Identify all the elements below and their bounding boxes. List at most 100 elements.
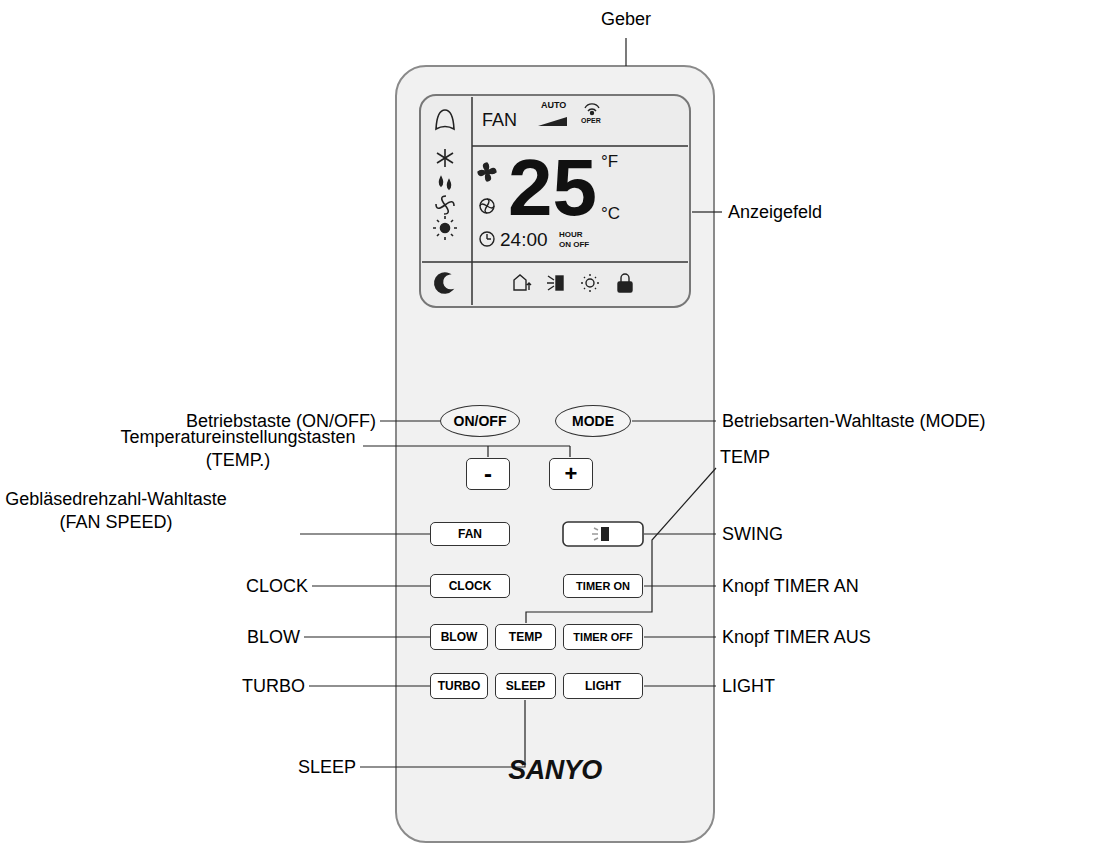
button-text: LIGHT [585,680,621,692]
status-icons [586,279,594,287]
button-text: TURBO [438,680,481,692]
lcd-fan: FAN [482,111,517,129]
fan-button: FAN [430,522,510,546]
blow-button: BLOW [430,624,488,650]
status-icons [478,104,632,292]
leader-lines [309,685,430,686]
status-icons [478,163,496,181]
swing-button [592,528,598,540]
leader-lines [644,636,716,637]
display-panel [471,97,473,305]
mode-button: MODE [555,405,631,437]
status-icons [621,274,629,282]
mode-icons [437,153,453,163]
leader-lines [300,38,722,767]
part-label: Anzeigefeld [728,201,822,224]
lcd-oper: OPER [581,117,601,124]
temp-button: TEMP [495,624,556,650]
display-panel [422,261,688,263]
button-text: ON/OFF [454,414,507,428]
leader-lines [312,585,430,586]
lcd-unit: °C [601,205,620,222]
leader-lines [380,420,440,421]
part-label: Betriebsarten-Wahltaste (MODE) [722,410,985,433]
temp-up-button: + [549,458,593,490]
lcd-hour: HOUR [559,231,583,239]
mode-icons [437,153,453,163]
display-panel [472,145,688,147]
leader-lines [692,211,722,212]
brand-logo: SANYO [508,756,602,786]
button-text: FAN [458,528,482,540]
remote-housing: SANYOFANAUTOOPER25°F°C24:00HOURON OFFON/… [396,66,714,842]
button-text: TEMP [509,631,542,643]
mode-icons [436,196,454,214]
leader-lines [644,685,716,686]
status-icons [480,199,494,213]
timer-on-button: TIMER ON [563,574,643,598]
status-icons [514,275,531,290]
status-icons [585,104,599,111]
button-text: + [565,463,578,485]
leader-lines [644,585,716,586]
status-icons [538,117,567,126]
leader-lines [569,446,570,457]
display-panel [420,95,690,307]
part-label: CLOCK [246,575,308,598]
leader-lines [526,468,716,623]
part-label: LIGHT [722,675,775,698]
lcd-temperature: 25 [508,148,597,228]
button-text: TIMER OFF [573,632,632,643]
part-label: Temperatureinstellungstasten (TEMP.) [118,426,358,471]
leader-lines [363,445,570,446]
part-label: Geber [601,8,651,31]
status-icons [591,112,594,115]
status-icons [581,274,599,292]
part-label: Gebläsedrehzahl-Wahltaste (FAN SPEED) [3,488,229,533]
mode-icons [436,110,454,129]
lcd-auto: AUTO [541,101,566,110]
leader-lines [360,700,525,767]
temp-down-button: - [466,458,510,490]
status-icons [480,199,494,213]
mode-icons [435,273,452,293]
part-label: BLOW [247,626,300,649]
mode-icons [433,110,457,293]
mode-icons [441,224,450,233]
turbo-button: TURBO [430,673,488,699]
leader-lines [304,636,430,637]
status-icons [487,234,491,239]
button-text: CLOCK [449,580,492,592]
display-panel: FANAUTOOPER25°F°C24:00HOURON OFF [420,95,690,307]
leader-lines [625,38,626,66]
part-label: SWING [722,523,783,546]
remote-housing [396,66,714,842]
status-icons [618,282,632,292]
button-text: SLEEP [506,680,545,692]
leader-lines [487,446,488,457]
button-text: TIMER ON [576,581,630,592]
clock-button: CLOCK [430,574,510,598]
leader-lines [632,420,716,421]
swing-button [563,522,643,546]
timer-off-button: TIMER OFF [563,624,643,650]
button-text: MODE [572,414,614,428]
part-label: SLEEP [298,756,356,779]
remote-housing [396,66,714,842]
on-off-button: ON/OFF [440,405,520,437]
part-label: TURBO [242,675,305,698]
swing-button [563,522,643,546]
display-panel [420,95,690,307]
leader-lines [644,533,716,534]
button-text: - [484,462,492,486]
leader-lines [300,533,430,534]
status-icons [480,232,494,246]
lcd-on-off: ON OFF [559,241,589,249]
status-icons [547,276,554,290]
part-label: Knopf TIMER AN [722,575,859,598]
lcd-time: 24:00 [500,230,548,249]
part-label: TEMP [720,446,770,469]
mode-icons [440,177,443,186]
sleep-button: SLEEP [495,673,556,699]
